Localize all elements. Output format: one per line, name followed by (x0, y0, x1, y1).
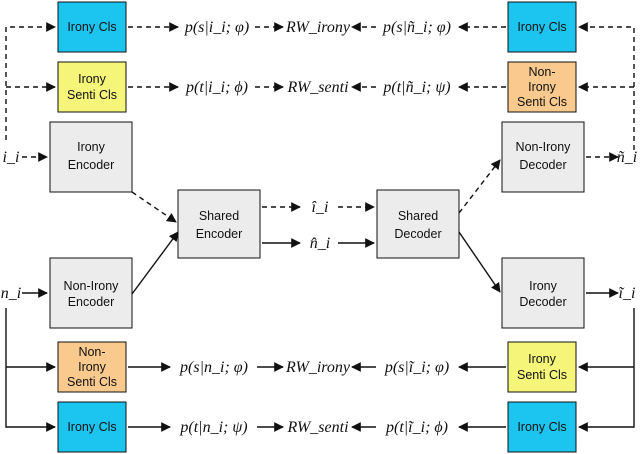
irony-decoder-box: Irony Decoder (501, 257, 585, 329)
connector (578, 22, 635, 150)
box-label: Senti Cls (67, 88, 117, 102)
irony-cls-bottom-left-box: Irony Cls (57, 401, 127, 453)
box-label: Non-Irony (64, 279, 120, 293)
box-label: Irony (528, 80, 557, 94)
formula: p(s|i_i; φ) (184, 19, 249, 36)
irony-senti-cls-right-box: Irony Senti Cls (507, 341, 577, 393)
formula: RW_senti (286, 79, 348, 96)
variable-label: ñ_i (617, 149, 637, 166)
non-irony-encoder-box: Non-Irony Encoder (49, 257, 133, 329)
variable-label: ĩ_i (619, 285, 636, 302)
formula: p(t|ĩ_i; ϕ) (385, 419, 448, 436)
irony-encoder-box: Irony Encoder (49, 121, 133, 193)
box-label: Non- (78, 345, 105, 359)
formula: p(t|ñ_i; ψ) (382, 79, 450, 96)
box-label: Irony Cls (67, 420, 116, 434)
box-label: Irony (528, 352, 557, 366)
formula: p(t|n_i; ψ) (179, 419, 247, 436)
shared-encoder-box: Shared Encoder (177, 189, 261, 259)
shared-decoder-box: Shared Decoder (376, 189, 460, 259)
formula: RW_senti (286, 419, 348, 436)
formula: p(t|i_i; ϕ) (185, 79, 248, 96)
irony-cls-top-right-box: Irony Cls (507, 1, 577, 53)
box-label: Irony (529, 279, 558, 293)
box-label: Senti Cls (517, 368, 567, 382)
box-label: Decoder (519, 295, 566, 309)
box-label: Non- (528, 65, 555, 79)
box-label: Senti Cls (67, 375, 117, 389)
formula: RW_irony (285, 19, 351, 36)
variable-label: n̂_i (310, 235, 330, 252)
irony-cls-top-left-box: Irony Cls (57, 1, 127, 53)
box-label: Irony (78, 72, 107, 86)
variable-label: n_i (1, 285, 21, 302)
box-label: Irony Cls (517, 420, 566, 434)
box-label: Encoder (68, 295, 115, 309)
irony-cls-bottom-right-box: Irony Cls (507, 401, 577, 453)
formula: p(s|ñ_i; φ) (382, 19, 451, 36)
box-label: Encoder (68, 158, 115, 172)
variable-label: î_i (312, 199, 329, 216)
box-label: Senti Cls (517, 95, 567, 109)
non-irony-senti-cls-left-box: Non- Irony Senti Cls (57, 341, 127, 393)
box-label: Irony Cls (517, 20, 566, 34)
formula: RW_irony (285, 359, 351, 376)
box-label: Irony (77, 140, 106, 154)
box-label: Decoder (519, 158, 566, 172)
non-irony-senti-cls-right-box: Non- Irony Senti Cls (507, 61, 577, 113)
box-label: Shared (199, 209, 239, 223)
box-label: Shared (398, 209, 438, 223)
box-label: Encoder (196, 227, 243, 241)
box-label: Irony (78, 360, 107, 374)
formula: p(s|ĩ_i; φ) (384, 359, 449, 376)
box-label: Irony Cls (67, 20, 116, 34)
connector (458, 159, 501, 214)
box-label: Decoder (394, 227, 441, 241)
variable-label: i_i (3, 149, 20, 166)
irony-senti-cls-left-box: Irony Senti Cls (57, 61, 127, 113)
connector (131, 191, 177, 223)
connector (458, 231, 501, 293)
connector (578, 308, 635, 432)
box-label: Non-Irony (516, 140, 572, 154)
connector (131, 231, 179, 295)
non-irony-decoder-box: Non-Irony Decoder (501, 121, 585, 193)
formula: p(s|n_i; φ) (179, 359, 248, 376)
connector (5, 308, 56, 432)
connector (5, 22, 56, 140)
